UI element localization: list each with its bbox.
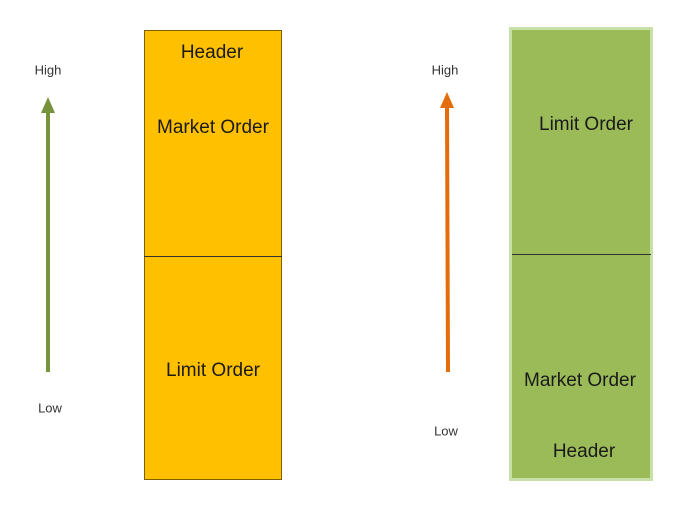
left-market-order-label: Market Order <box>157 117 269 138</box>
left-order-book-box <box>144 30 282 480</box>
left-high-label: High <box>34 62 62 78</box>
left-header-label: Header <box>180 42 244 63</box>
left-low-label: Low <box>38 400 62 416</box>
right-low-label: Low <box>434 423 458 439</box>
right-divider <box>512 254 651 255</box>
left-priority-arrow <box>41 97 55 372</box>
right-high-label: High <box>431 62 459 78</box>
right-header-label: Header <box>552 441 616 462</box>
right-priority-arrow <box>440 92 454 373</box>
left-divider <box>144 256 282 257</box>
right-limit-order-label: Limit Order <box>539 114 633 135</box>
right-market-order-label: Market Order <box>524 370 636 391</box>
left-limit-order-label: Limit Order <box>166 360 260 381</box>
